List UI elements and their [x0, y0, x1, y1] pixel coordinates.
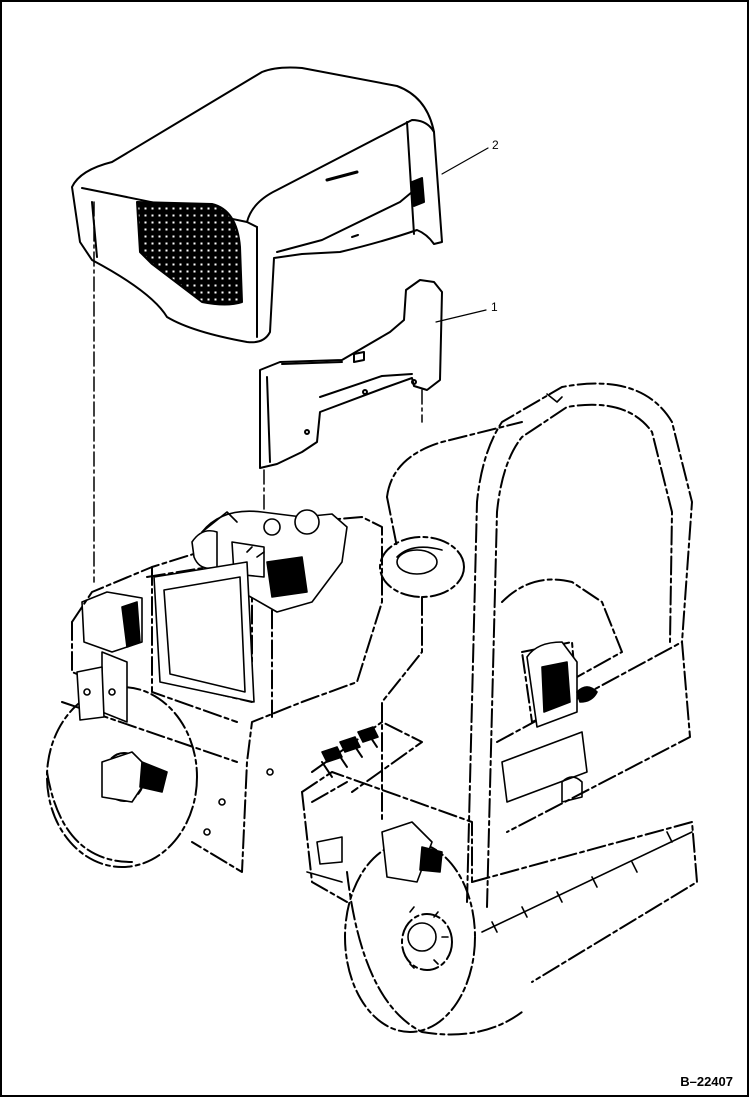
- roller-machine: [46, 382, 698, 1036]
- leader-line-1: [435, 309, 487, 323]
- callout-number-1: 1: [491, 300, 498, 314]
- assembly-guide-lines: [93, 201, 423, 583]
- engine-side-panel: [259, 279, 443, 469]
- leader-line-2: [441, 147, 489, 175]
- callout-leaders: [435, 147, 489, 323]
- engine-hood: [71, 66, 443, 344]
- figure-id-label: B–22407: [680, 1074, 733, 1089]
- machine-details: [76, 393, 693, 969]
- callout-number-2: 2: [492, 138, 499, 152]
